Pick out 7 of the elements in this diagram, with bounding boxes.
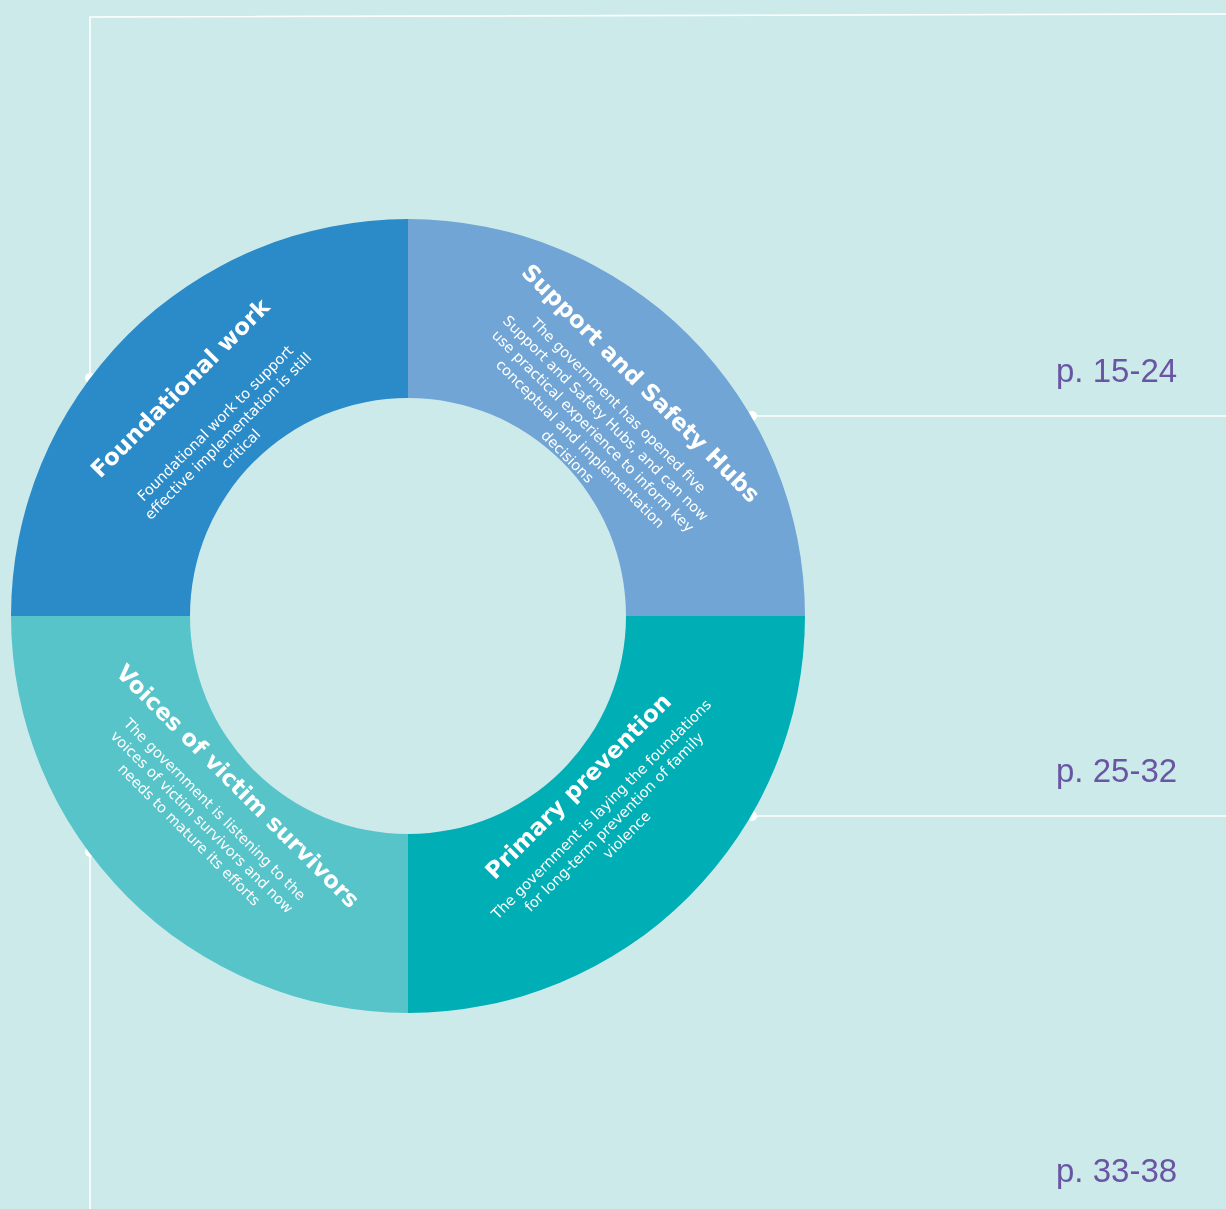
leader-line (747, 811, 1226, 821)
leader-line (85, 13, 1226, 383)
page-reference: p. 25-32 (1056, 752, 1178, 790)
page-reference: p. 15-24 (1056, 352, 1178, 390)
page-reference: p. 33-38 (1056, 1152, 1178, 1190)
leader-line (85, 847, 95, 1209)
leader-line (747, 411, 1226, 421)
